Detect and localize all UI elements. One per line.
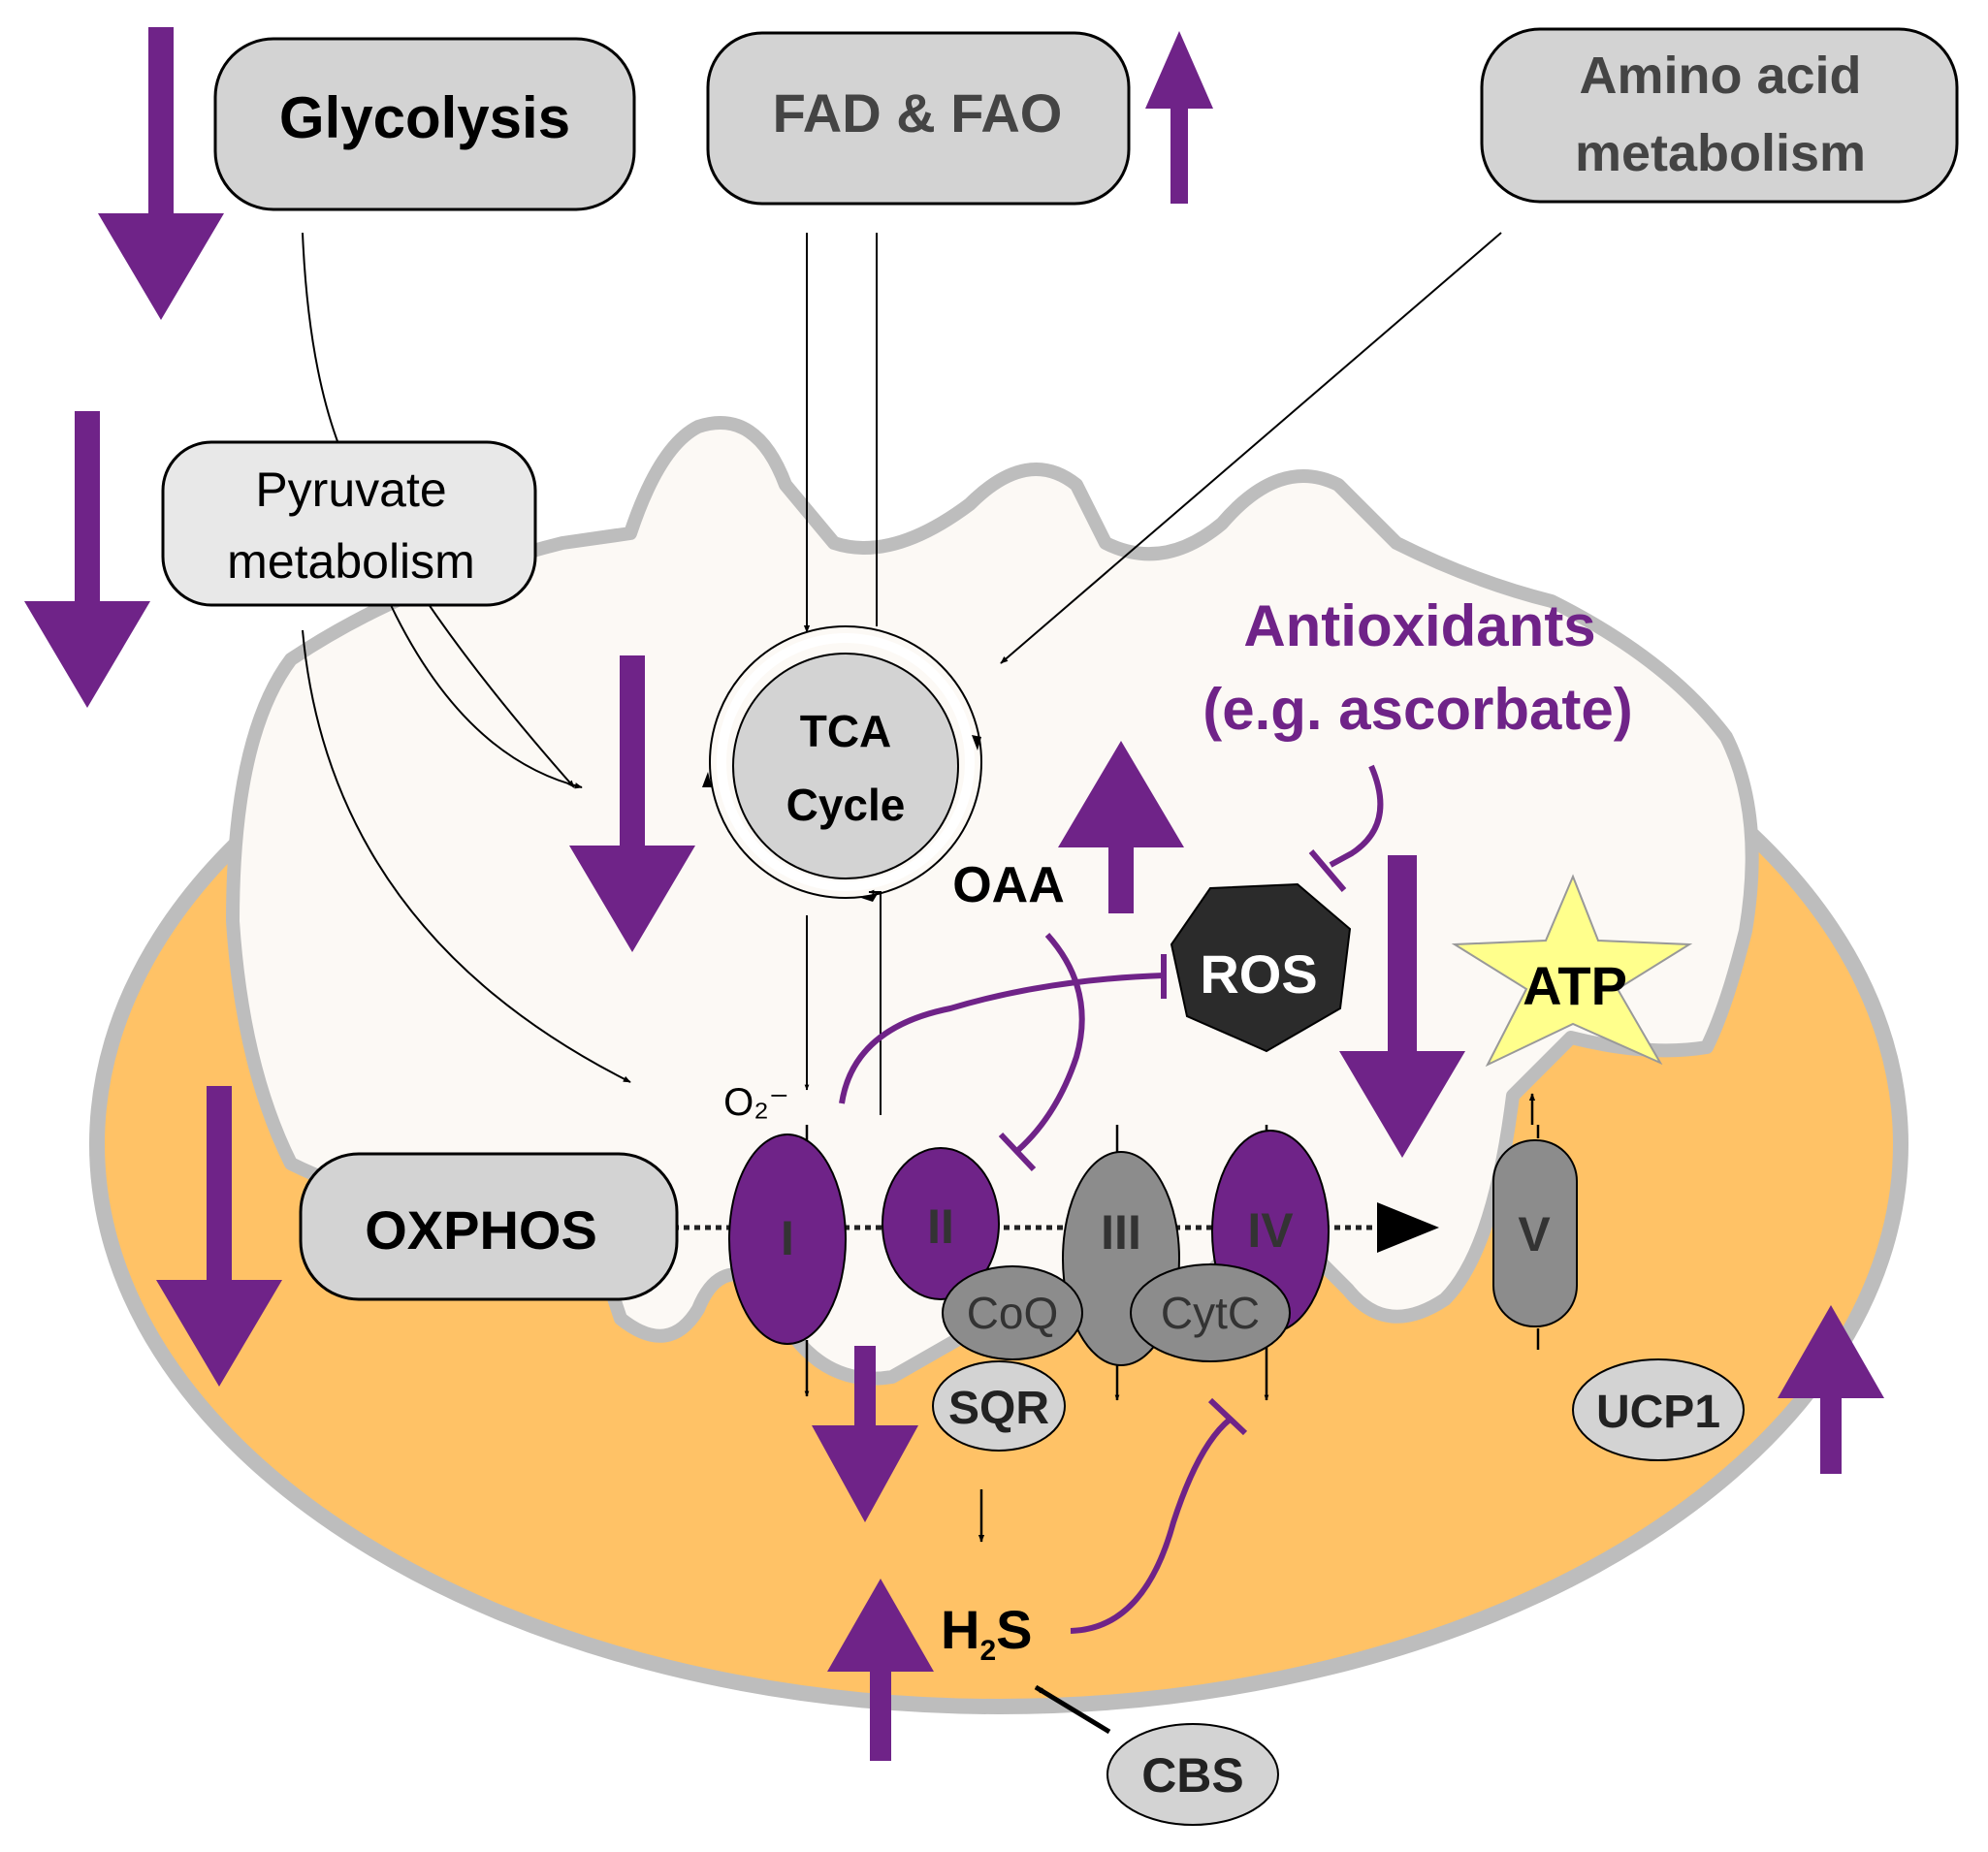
ucp1-up-arrow bbox=[1778, 1305, 1884, 1474]
fad-fao-box: FAD & FAO bbox=[706, 31, 1131, 206]
cbs-box: CBS bbox=[1106, 1723, 1279, 1826]
arrow-pyruvate-to-oxphos bbox=[302, 629, 631, 1083]
ros-label: ROS bbox=[1200, 943, 1317, 1005]
antioxidants-inhibits-ros bbox=[1329, 764, 1384, 868]
regulation-arrows bbox=[24, 27, 1884, 1761]
tca-cycle-inner-ring bbox=[717, 633, 975, 891]
tca-down-arrow bbox=[569, 655, 695, 952]
pyruvate-label-line2: metabolism bbox=[227, 534, 475, 589]
tca-cycle-node bbox=[732, 653, 959, 879]
cbs-label: CBS bbox=[1141, 1748, 1244, 1803]
glycolysis-box: Glycolysis bbox=[213, 37, 636, 211]
arrow-cbs-to-h2s bbox=[1034, 1684, 1111, 1735]
complex-i-down-arrow bbox=[812, 1346, 918, 1522]
amino-acid-box: Amino acid metabolism bbox=[1480, 27, 1959, 204]
ros-node: ROS bbox=[1170, 882, 1352, 1053]
tca-label-line1: TCA bbox=[800, 706, 892, 756]
h2s-up-arrow bbox=[827, 1579, 934, 1761]
oaa-up-arrow bbox=[1058, 741, 1184, 913]
glycolysis-down-arrow bbox=[98, 27, 224, 320]
sqr-label: SQR bbox=[948, 1383, 1049, 1434]
fad-fao-up-arrow bbox=[1145, 31, 1213, 204]
complex-v: V bbox=[1492, 1139, 1578, 1327]
complex-v-label: V bbox=[1518, 1207, 1551, 1261]
fad-fao-label: FAD & FAO bbox=[773, 82, 1063, 144]
antioxidants-label-line1: Antioxidants bbox=[1243, 593, 1595, 658]
complex-ii-label: II bbox=[927, 1199, 954, 1254]
inhibition-lines bbox=[839, 764, 1384, 1634]
h2s-label: H2S bbox=[941, 1599, 1033, 1667]
cytc: CytC bbox=[1130, 1263, 1291, 1362]
complex-i: I bbox=[728, 1134, 847, 1345]
complex-ii: II bbox=[882, 1147, 1000, 1300]
oxphos-down-arrow bbox=[156, 1086, 282, 1387]
coq-label: CoQ bbox=[967, 1288, 1059, 1338]
arrow-amino-acid-to-tca bbox=[1000, 232, 1502, 664]
arrow-pyruvate-to-tca bbox=[379, 581, 583, 789]
superoxide-label: O₂⁻ bbox=[723, 1081, 789, 1124]
pyruvate-down-arrow bbox=[24, 411, 150, 708]
glycolysis-label: Glycolysis bbox=[279, 85, 570, 150]
coq: CoQ bbox=[942, 1265, 1083, 1360]
oaa-inhibits-complex-ii bbox=[1015, 933, 1085, 1153]
ros-down-arrow bbox=[1339, 855, 1465, 1158]
amino-acid-label-line2: metabolism bbox=[1575, 124, 1866, 182]
tca-label-line2: Cycle bbox=[786, 780, 906, 830]
pyruvate-label-line1: Pyruvate bbox=[255, 463, 446, 517]
etc-to-v-arrowhead bbox=[1377, 1202, 1439, 1253]
antioxidants-label-line2: (e.g. ascorbate) bbox=[1202, 677, 1632, 742]
oaa-label: OAA bbox=[952, 857, 1065, 913]
complex-iv-label: IV bbox=[1247, 1203, 1294, 1258]
tca-cycle-ring bbox=[709, 625, 982, 899]
atp-star: ATP bbox=[1451, 874, 1693, 1068]
ucp1: UCP1 bbox=[1572, 1358, 1745, 1461]
cytc-label: CytC bbox=[1161, 1288, 1260, 1338]
complex-i-label: I bbox=[781, 1211, 794, 1265]
amino-acid-label-line1: Amino acid bbox=[1579, 47, 1861, 105]
h2s-inhibits-complex-iv bbox=[1070, 1417, 1232, 1634]
complex-iii-label: III bbox=[1101, 1205, 1141, 1260]
pyruvate-box: Pyruvate metabolism bbox=[161, 440, 537, 607]
oxphos-box: OXPHOS bbox=[299, 1152, 679, 1301]
sqr: SQR bbox=[932, 1360, 1066, 1452]
atp-label: ATP bbox=[1523, 955, 1627, 1016]
ucp1-label: UCP1 bbox=[1596, 1387, 1720, 1438]
oxphos-label: OXPHOS bbox=[365, 1199, 597, 1261]
tca-cycle: TCA Cycle bbox=[702, 625, 982, 902]
superoxide-to-ros-inhibition bbox=[839, 973, 1165, 1104]
complex-stems bbox=[804, 1093, 1540, 1543]
